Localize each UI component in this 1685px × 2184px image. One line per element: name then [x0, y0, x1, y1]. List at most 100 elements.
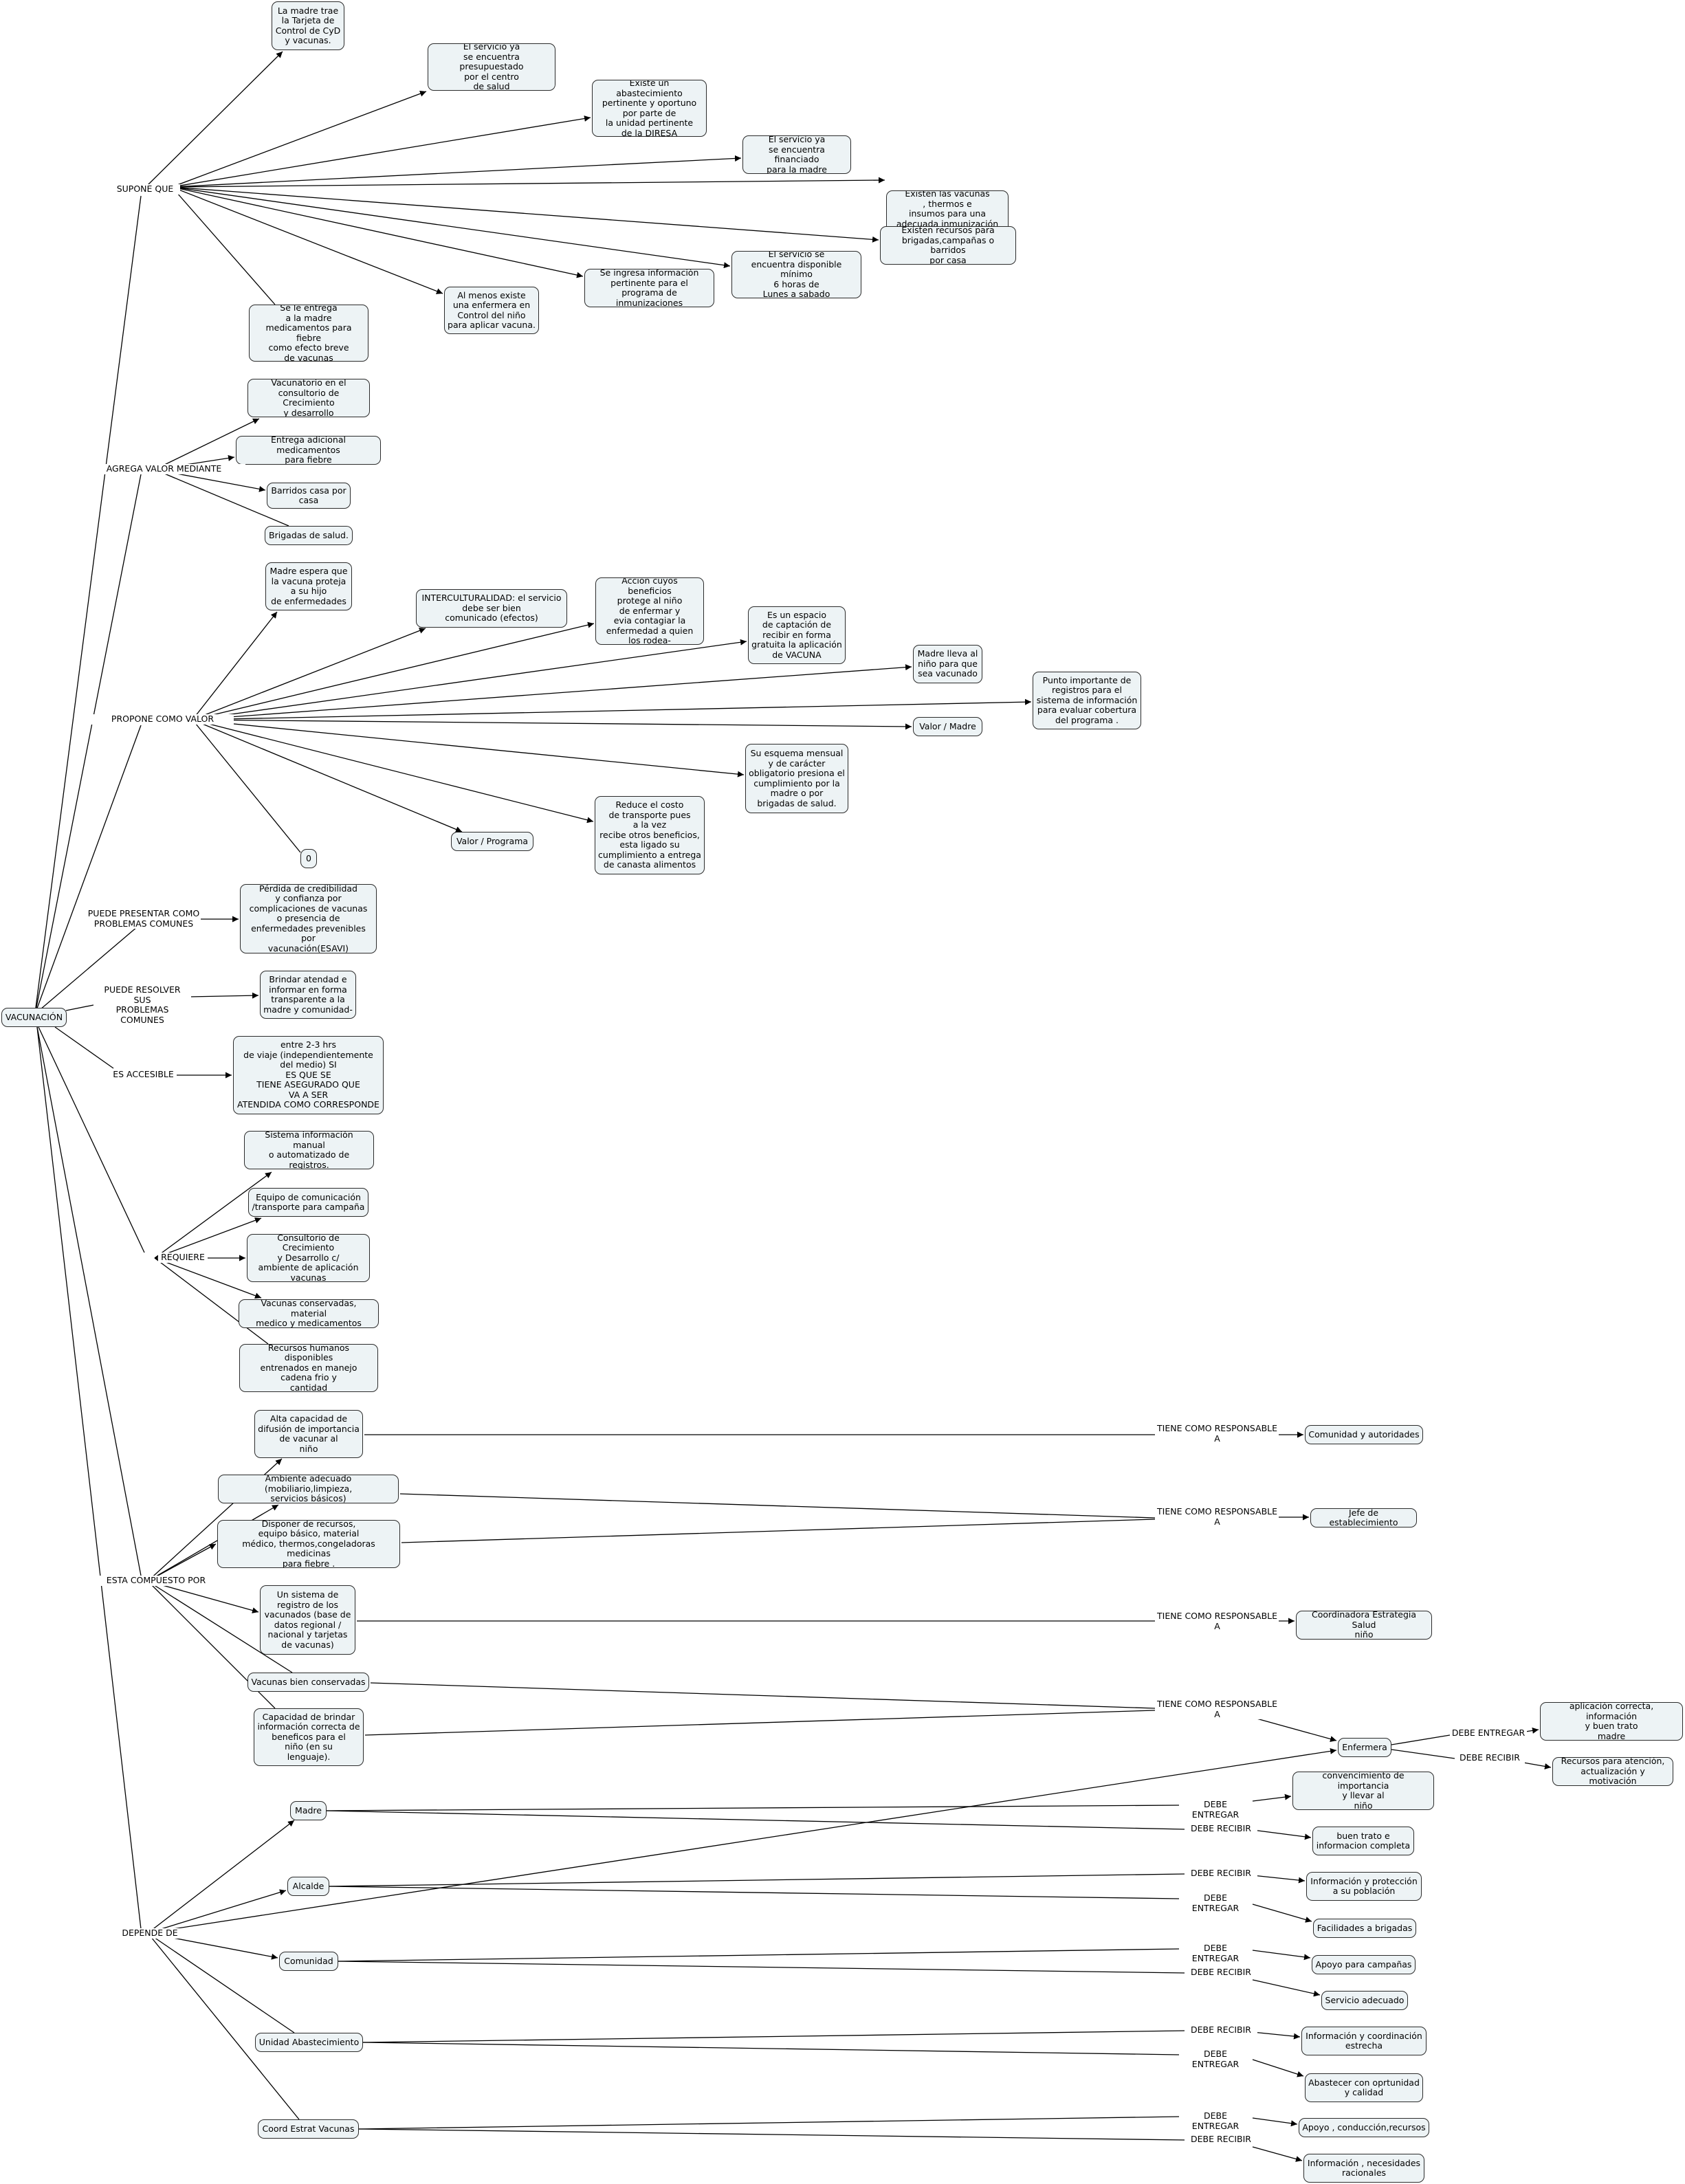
depende-result-node-7-text: Información y coordinación estrecha — [1306, 2030, 1422, 2051]
depende-node-3[interactable]: Comunidad — [279, 1952, 338, 1971]
agrega-node-2-text: Entrega adicional medicamentos para fieb… — [271, 436, 346, 465]
supone-node-1[interactable]: La madre trae la Tarjeta de Control de C… — [272, 1, 344, 50]
depende-result-node-10[interactable]: Información , necesidades racionales — [1303, 2154, 1424, 2183]
link-debe-recibir-3: DEBE RECIBIR — [1185, 1868, 1257, 1879]
connector-line — [35, 725, 142, 1013]
depende-result-node-2[interactable]: buen trato e informacion completa — [1312, 1827, 1414, 1855]
link-propone-valor: PROPONE COMO VALOR — [91, 714, 234, 725]
enfermera-entrega-node[interactable]: Recursos para atención, actualización y … — [1552, 1757, 1673, 1786]
supone-node-4[interactable]: El servicio ya se encuentra financiado p… — [742, 135, 851, 174]
arrow-connector — [188, 992, 259, 999]
enfermera-recibe-node-text: aplicación correcta, información y buen … — [1569, 1702, 1654, 1741]
compuesto-node-2[interactable]: Ambiente adecuado (mobiliario,limpieza, … — [218, 1475, 399, 1503]
supone-node-3[interactable]: Existe un abastecimiento pertinente y op… — [592, 80, 707, 137]
depende-node-2[interactable]: Alcalde — [287, 1877, 329, 1896]
requiere-node-5[interactable]: Recursos humanos disponibles entrenados … — [239, 1344, 378, 1392]
agrega-node-4[interactable]: Brigadas de salud. — [265, 526, 353, 545]
propone-node-2[interactable]: INTERCULTURALIDAD: el servicio debe ser … — [416, 589, 567, 628]
propone-node-10[interactable]: Valor / Programa — [451, 832, 533, 851]
depende-node-1[interactable]: Madre — [290, 1801, 327, 1820]
responsable-node-1-text: Comunidad y autoridades — [1308, 1429, 1420, 1440]
link-debe-entregar-1: DEBE ENTREGAR — [1179, 1799, 1252, 1820]
propone-node-5-text: Madre lleva al niño para que sea vacunad… — [917, 648, 978, 679]
responsable-node-2[interactable]: Jefe de establecimiento — [1310, 1508, 1417, 1527]
depende-result-node-9[interactable]: Apoyo , conducción,recursos — [1299, 2118, 1429, 2137]
connector-line — [154, 1257, 269, 1345]
propone-node-3[interactable]: Acción cuyos beneficios protege al niño … — [595, 577, 704, 645]
responsable-node-3[interactable]: Coordinadora Estrategia Salud niño — [1296, 1611, 1432, 1640]
supone-node-7[interactable]: El servicio se encuentra disponible míni… — [731, 251, 861, 298]
supone-node-2[interactable]: El servicio ya se encuentra presupuestad… — [428, 43, 555, 91]
accesible-node[interactable]: entre 2-3 hrs de viaje (independientemen… — [233, 1036, 384, 1114]
propone-node-4[interactable]: Es un espacio de captación de recibir en… — [748, 606, 846, 664]
propone-node-6[interactable]: Punto importante de registros para el si… — [1033, 672, 1141, 729]
link-es-accesible: ES ACCESIBLE — [110, 1069, 177, 1080]
depende-result-node-7[interactable]: Información y coordinación estrecha — [1301, 2027, 1427, 2055]
connector-line — [401, 1519, 1156, 1543]
propone-node-9-text: Reduce el costo de transporte pues a la … — [598, 799, 701, 870]
depende-result-node-6[interactable]: Servicio adecuado — [1321, 1991, 1408, 2010]
resolver-node-text: Brindar atendad e informar en forma tran… — [263, 974, 353, 1015]
depende-result-node-5[interactable]: Apoyo para campañas — [1312, 1955, 1416, 1974]
supone-node-10[interactable]: Se le entrega a la madre medicamentos pa… — [249, 305, 368, 362]
agrega-node-2[interactable]: Entrega adicional medicamentos para fieb… — [236, 436, 381, 465]
requiere-node-3[interactable]: Consultorio de Crecimiento y Desarrollo … — [247, 1234, 370, 1282]
propone-node-1[interactable]: Madre espera que la vacuna proteja a su … — [265, 562, 352, 610]
agrega-node-3[interactable]: Barridos casa por casa — [267, 483, 351, 509]
depende-node-5[interactable]: Coord Estrat Vacunas — [258, 2119, 359, 2139]
responsable-node-1[interactable]: Comunidad y autoridades — [1305, 1425, 1423, 1444]
link-debe-entregar-enfermera: DEBE ENTREGAR — [1450, 1728, 1527, 1739]
link-compuesto-por: ESTA COMPUESTO POR — [87, 1575, 225, 1586]
depende-result-node-4[interactable]: Facilidades a brigadas — [1313, 1919, 1416, 1938]
depende-result-node-1-text: convencimiento de importancia y llevar a… — [1322, 1772, 1405, 1810]
compuesto-node-1[interactable]: Alta capacidad de difusión de importanci… — [254, 1410, 363, 1458]
depende-result-node-3[interactable]: Información y protección a su población — [1306, 1872, 1422, 1901]
problemas-node[interactable]: Pérdida de credibilidad y confianza por … — [240, 884, 377, 953]
supone-node-8[interactable]: Se ingresa información pertinente para e… — [584, 269, 714, 307]
depende-node-5-text: Coord Estrat Vacunas — [262, 2123, 355, 2134]
arrow-connector — [171, 155, 742, 188]
connector-line — [35, 195, 142, 1008]
propone-node-7[interactable]: Valor / Madre — [913, 717, 982, 736]
arrow-connector — [154, 1257, 262, 1299]
supone-node-7-text: El servicio se encuentra disponible míni… — [751, 251, 842, 298]
arrow-connector — [171, 186, 584, 278]
requiere-node-2[interactable]: Equipo de comunicación /transporte para … — [248, 1188, 368, 1217]
connector-line — [1391, 1734, 1451, 1745]
requiere-node-1[interactable]: Sistema información manual o automatizad… — [244, 1131, 374, 1169]
propone-node-8[interactable]: Su esquema mensual y de carácter obligat… — [745, 744, 848, 813]
root-node-vacunacion[interactable]: VACUNACIÓN — [1, 1008, 67, 1027]
compuesto-node-5[interactable]: Vacunas bien conservadas — [247, 1673, 369, 1692]
arrow-connector — [147, 1504, 279, 1582]
resolver-node[interactable]: Brindar atendad e informar en forma tran… — [260, 971, 356, 1019]
connector-line — [54, 1026, 114, 1069]
propone-node-9[interactable]: Reduce el costo de transporte pues a la … — [595, 796, 705, 874]
responsable-node-2-text: Jefe de establecimiento — [1329, 1508, 1398, 1527]
agrega-node-1[interactable]: Vacunatorio en el consultorio de Crecimi… — [247, 379, 370, 417]
arrow-connector — [192, 639, 747, 720]
supone-node-6[interactable]: Existen recursos para brigadas,campañas … — [880, 226, 1016, 265]
link-debe-recibir-enfermera: DEBE RECIBIR — [1455, 1752, 1525, 1763]
arrow-connector — [1252, 1829, 1312, 1840]
requiere-node-4[interactable]: Vacunas conservadas, material medico y m… — [239, 1299, 379, 1328]
depende-result-node-3-text: Información y protección a su población — [1310, 1875, 1418, 1896]
connector-line — [362, 2042, 1180, 2055]
connector-line — [326, 1810, 1185, 1830]
propone-node-5[interactable]: Madre lleva al niño para que sea vacunad… — [913, 645, 982, 683]
supone-node-9[interactable]: Al menos existe una enfermera en Control… — [444, 287, 539, 334]
compuesto-node-6[interactable]: Capacidad de brindar información correct… — [254, 1708, 364, 1766]
connector-line — [338, 1961, 1185, 1974]
enfermera-recibe-node[interactable]: aplicación correcta, información y buen … — [1540, 1702, 1683, 1741]
compuesto-node-4[interactable]: Un sistema de registro de los vacunados … — [260, 1585, 355, 1655]
agrega-node-4-text: Brigadas de salud. — [269, 529, 349, 540]
depende-node-4[interactable]: Unidad Abastecimiento — [255, 2033, 363, 2052]
propone-node-4-text: Es un espacio de captación de recibir en… — [751, 609, 842, 660]
propone-node-11[interactable]: 0 — [300, 849, 317, 868]
compuesto-node-3[interactable]: Disponer de recursos, equipo básico, mat… — [217, 1520, 400, 1568]
arrow-connector — [1252, 2117, 1298, 2127]
supone-node-3-text: Existe un abastecimiento pertinente y op… — [602, 80, 697, 137]
depende-result-node-1[interactable]: convencimiento de importancia y llevar a… — [1292, 1772, 1434, 1810]
responsable-node-4[interactable]: Enfermera — [1338, 1738, 1391, 1757]
depende-result-node-8[interactable]: Abastecer con oprtunidad y calidad — [1305, 2073, 1423, 2102]
